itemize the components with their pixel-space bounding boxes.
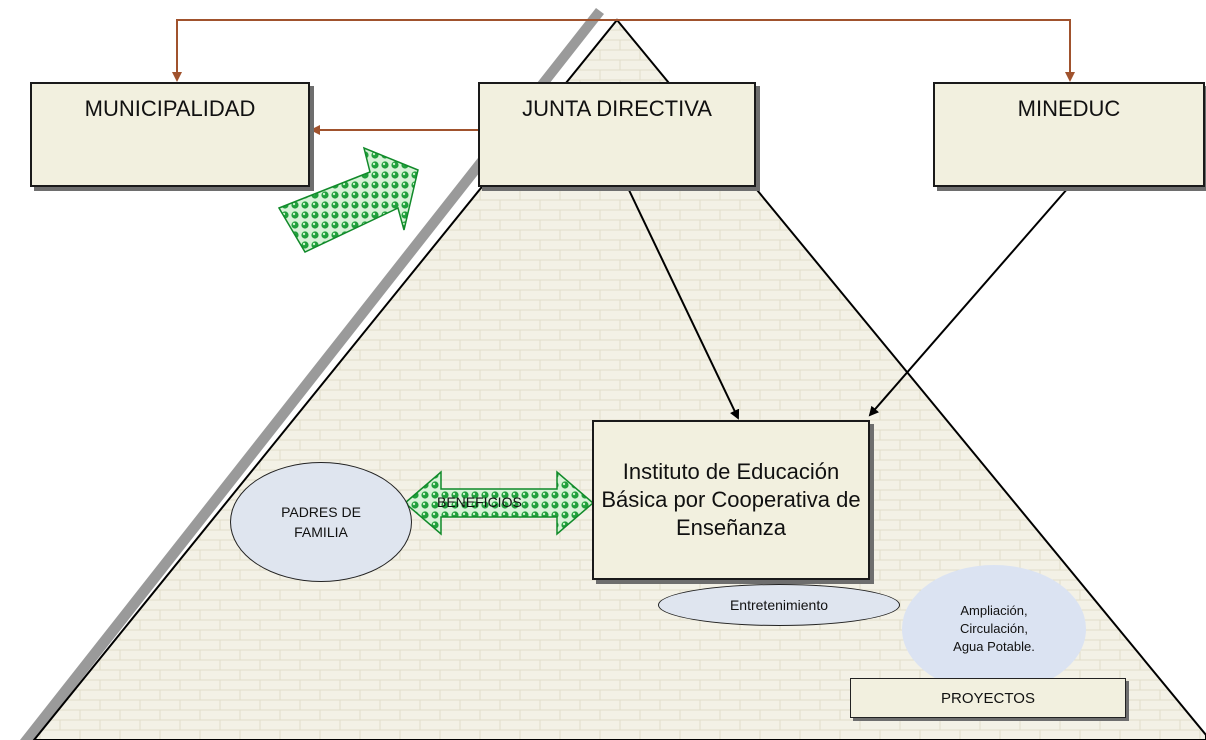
connector-junta-to-municipalidad [172, 19, 617, 82]
junta-directiva-label: JUNTA DIRECTIVA [522, 96, 712, 121]
proyectos-detalle-label: Ampliación, Circulación, Agua Potable. [953, 603, 1035, 654]
instituto-label: Instituto de Educación Básica por Cooper… [601, 459, 861, 540]
pyramid-shadow [20, 8, 604, 740]
junta-directiva-box: JUNTA DIRECTIVA [478, 82, 756, 187]
proyectos-detalle-node: Ampliación, Circulación, Agua Potable. [902, 565, 1086, 693]
padres-de-familia-label: PADRES DE FAMILIA [281, 504, 361, 540]
mineduc-box: MINEDUC [933, 82, 1205, 187]
green-growth-arrow-icon [277, 146, 419, 253]
padres-de-familia-node: PADRES DE FAMILIA [230, 462, 412, 582]
instituto-box: Instituto de Educación Básica por Cooper… [592, 420, 870, 580]
beneficios-label: BENEFICIOS [437, 494, 522, 510]
municipalidad-label: MUNICIPALIDAD [84, 96, 256, 121]
proyectos-label: PROYECTOS [941, 689, 1035, 707]
arrow-junta-to-instituto [627, 187, 740, 420]
entretenimiento-label: Entretenimiento [729, 597, 829, 613]
municipalidad-box: MUNICIPALIDAD [30, 82, 310, 187]
mineduc-label: MINEDUC [1017, 96, 1121, 121]
entretenimiento-node: Entretenimiento [658, 584, 900, 626]
arrow-mineduc-to-instituto [868, 187, 1069, 417]
connector-junta-to-mineduc [617, 19, 1075, 82]
proyectos-box: PROYECTOS [850, 678, 1126, 718]
